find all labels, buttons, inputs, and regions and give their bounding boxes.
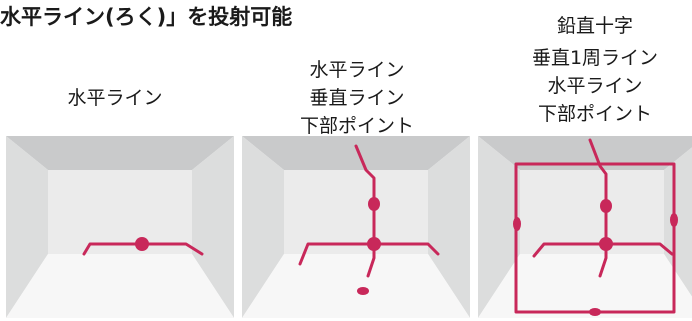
- floor: [6, 254, 234, 318]
- panel-2-label-bottom-point: 下部ポイント: [299, 115, 414, 137]
- laser-point: [135, 237, 149, 251]
- back-wall: [520, 170, 664, 254]
- laser-point-right: [670, 213, 678, 227]
- ceiling: [478, 136, 692, 170]
- panel-1-label-horizontal: 水平ライン: [67, 87, 163, 109]
- back-wall: [48, 170, 192, 254]
- panel-2-label-horizontal: 水平ライン: [309, 59, 405, 81]
- laser-point-bottom: [357, 287, 369, 295]
- panel-1-labels: 水平ライン: [20, 84, 210, 112]
- right-wall: [664, 147, 692, 297]
- left-wall: [6, 136, 48, 318]
- laser-point-bottom: [589, 308, 601, 316]
- laser-point-center: [367, 237, 381, 251]
- panel-2-labels: 水平ライン 垂直ライン 下部ポイント: [262, 56, 452, 140]
- panel-3-label-vertical-360: 垂直1周ライン: [531, 47, 659, 69]
- back-wall: [284, 170, 428, 254]
- left-wall: [478, 136, 520, 318]
- floor: [242, 254, 470, 318]
- laser-point-upper: [600, 199, 612, 213]
- right-wall: [428, 136, 470, 318]
- laser-point-upper: [368, 197, 380, 211]
- panel-3-label-plumb-cross: 鉛直十字: [556, 15, 633, 37]
- panel-3-label-bottom-point: 下部ポイント: [537, 103, 652, 125]
- panel-3-labels: 鉛直十字 垂直1周ライン 水平ライン 下部ポイント: [500, 12, 690, 128]
- panel-2-label-vertical: 垂直ライン: [309, 87, 405, 109]
- room-diagram-horizontal-vertical: [242, 136, 470, 318]
- ceiling: [242, 136, 470, 170]
- room-diagram-horizontal: [6, 136, 234, 318]
- left-wall: [242, 136, 284, 318]
- laser-point-center: [599, 237, 613, 251]
- ceiling: [6, 136, 234, 170]
- floor: [478, 254, 692, 318]
- page-title: 水平ライン(ろく)」を投射可能: [0, 5, 293, 29]
- room-diagram-full: [478, 136, 692, 318]
- right-wall: [192, 136, 234, 318]
- panel-3-label-horizontal: 水平ライン: [547, 75, 643, 97]
- laser-point-left: [513, 217, 521, 231]
